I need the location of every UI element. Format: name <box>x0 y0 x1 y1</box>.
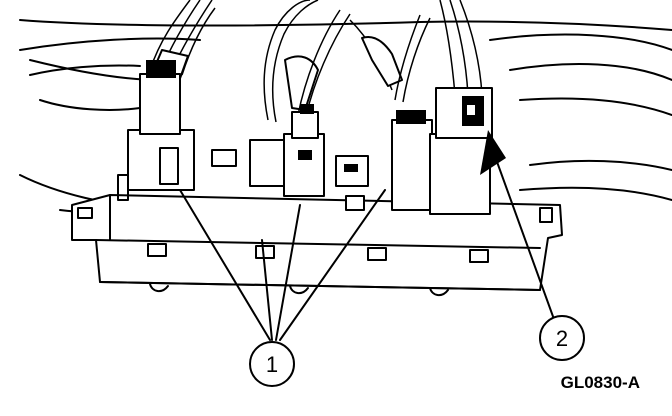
connector-right <box>391 87 506 215</box>
connector-left <box>117 60 195 201</box>
callout-2-label: 2 <box>556 326 568 351</box>
callout-2-leaders <box>491 147 556 323</box>
callout-1: 1 <box>249 341 295 387</box>
callout-2: 2 <box>539 315 585 361</box>
callout-1-label: 1 <box>266 352 278 377</box>
figure-code: GL0830-A <box>561 373 640 392</box>
switch-housing <box>71 194 563 296</box>
connector-center-left <box>211 104 325 197</box>
connector-center <box>335 155 369 211</box>
wire-harness <box>149 0 483 123</box>
callout-1-leaders <box>179 189 386 341</box>
